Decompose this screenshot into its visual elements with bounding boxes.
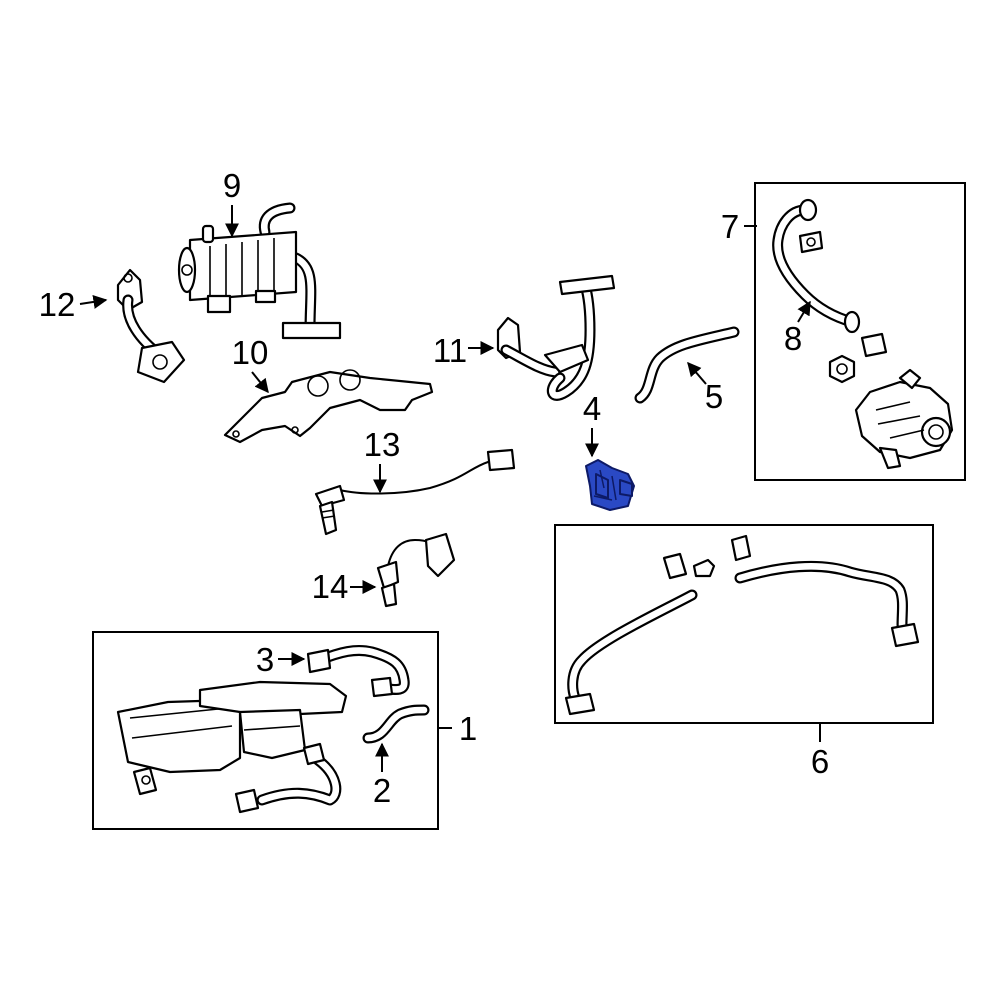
callout-8: 8 bbox=[784, 300, 811, 357]
hose-3[interactable] bbox=[306, 644, 410, 698]
callout-6: 6 bbox=[811, 723, 829, 780]
svg-text:12: 12 bbox=[39, 286, 76, 323]
hose-clamp-6c[interactable] bbox=[564, 692, 596, 716]
svg-text:5: 5 bbox=[705, 378, 723, 415]
hose-clamp-lower[interactable] bbox=[860, 332, 888, 358]
callout-3: 3 bbox=[256, 641, 306, 678]
callout-9: 9 bbox=[223, 167, 241, 238]
bracket-10[interactable] bbox=[223, 369, 434, 444]
svg-text:11: 11 bbox=[433, 332, 467, 369]
callout-14: 14 bbox=[312, 568, 377, 605]
group-box-1 bbox=[92, 631, 439, 830]
hose-clamp-6b[interactable] bbox=[730, 534, 752, 562]
group-box-7 bbox=[754, 182, 966, 481]
svg-text:4: 4 bbox=[583, 390, 601, 427]
hose-clamp-6d[interactable] bbox=[890, 622, 920, 648]
svg-text:10: 10 bbox=[232, 334, 269, 371]
svg-text:14: 14 bbox=[312, 568, 349, 605]
svg-text:1: 1 bbox=[459, 710, 477, 747]
callout-1: 1 bbox=[438, 710, 477, 747]
connector-fitting[interactable] bbox=[692, 558, 716, 578]
svg-text:9: 9 bbox=[223, 167, 241, 204]
svg-text:13: 13 bbox=[364, 426, 401, 463]
oxygen-sensor-14[interactable] bbox=[376, 532, 456, 608]
callout-12: 12 bbox=[39, 286, 108, 323]
callout-10: 10 bbox=[232, 334, 269, 394]
charcoal-canister[interactable] bbox=[116, 680, 348, 796]
vacuum-switching-valve-highlighted[interactable] bbox=[585, 459, 635, 511]
hose-2[interactable] bbox=[362, 704, 430, 744]
hose-6-left[interactable] bbox=[567, 589, 698, 704]
hose-lower-1[interactable] bbox=[234, 742, 342, 814]
svg-text:8: 8 bbox=[784, 320, 802, 357]
group-box-6 bbox=[554, 524, 934, 724]
hose-clamp-upper[interactable] bbox=[798, 230, 824, 254]
svg-text:2: 2 bbox=[373, 772, 391, 809]
svg-text:3: 3 bbox=[256, 641, 274, 678]
callout-11: 11 bbox=[433, 332, 495, 369]
hose-6-right[interactable] bbox=[734, 560, 908, 631]
callout-7: 7 bbox=[721, 208, 757, 245]
egr-pipe-11[interactable] bbox=[496, 274, 616, 401]
egr-cooler[interactable] bbox=[177, 202, 342, 340]
callout-4: 4 bbox=[583, 390, 601, 458]
hose-8[interactable] bbox=[772, 198, 861, 334]
callout-2: 2 bbox=[373, 742, 391, 809]
svg-text:6: 6 bbox=[811, 743, 829, 780]
egr-pipe-12[interactable] bbox=[116, 268, 186, 384]
svg-text:7: 7 bbox=[721, 208, 739, 245]
nut[interactable] bbox=[828, 354, 856, 384]
callout-13: 13 bbox=[364, 426, 401, 494]
hose-clamp-6a[interactable] bbox=[662, 552, 688, 580]
vacuum-pump-valve[interactable] bbox=[854, 368, 954, 470]
oxygen-sensor-13[interactable] bbox=[314, 448, 516, 536]
hose-5[interactable] bbox=[634, 326, 740, 404]
callout-5: 5 bbox=[687, 361, 723, 415]
